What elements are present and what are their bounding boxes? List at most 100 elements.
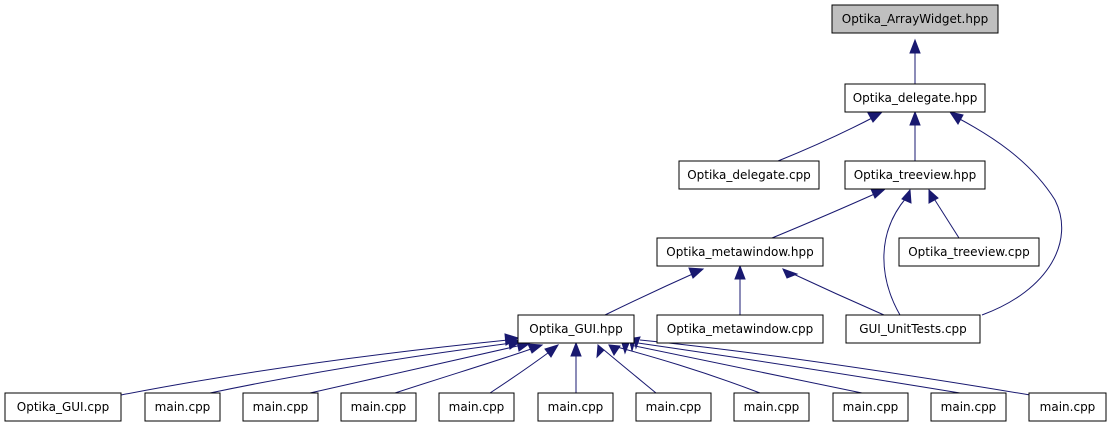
file-node[interactable]: Optika_delegate.hpp [844, 83, 986, 113]
edge-line [788, 271, 885, 316]
node-label: main.cpp [351, 400, 407, 414]
edge-line [932, 196, 960, 239]
file-node[interactable]: main.cpp [1028, 392, 1107, 422]
edge-n17-n6 [621, 342, 863, 394]
edge-line [639, 339, 1031, 396]
edge-arrowhead [948, 111, 964, 125]
edge-n2-n1 [777, 111, 884, 162]
node-box [1028, 392, 1107, 422]
file-node[interactable]: Optika_treeview.hpp [844, 160, 986, 190]
file-node[interactable]: main.cpp [537, 392, 614, 422]
file-node[interactable]: main.cpp [144, 392, 221, 422]
node-box [733, 392, 810, 422]
node-label: Optika_delegate.hpp [853, 91, 978, 105]
edge-n9-n6 [120, 333, 520, 396]
edge-n4-n3 [771, 188, 887, 239]
edge-n8-n1 [948, 111, 1063, 316]
edge-line [955, 116, 1063, 316]
edge-n14-n6 [570, 341, 582, 393]
file-node[interactable]: Optika_metawindow.cpp [656, 314, 824, 344]
node-label: Optika_delegate.cpp [687, 168, 811, 182]
node-label: Optika_metawindow.cpp [667, 322, 813, 336]
nodes-layer: Optika_ArrayWidget.hppOptika_delegate.hp… [4, 4, 1107, 422]
file-node[interactable]: main.cpp [635, 392, 712, 422]
node-box [340, 392, 417, 422]
edge-n18-n6 [629, 339, 961, 394]
edge-arrowhead [867, 111, 884, 123]
node-box [656, 237, 824, 267]
node-label: main.cpp [744, 400, 800, 414]
file-node[interactable]: Optika_metawindow.hpp [656, 237, 824, 267]
node-box [537, 392, 614, 422]
node-label: main.cpp [449, 400, 505, 414]
edge-line [629, 344, 863, 394]
edge-n13-n6 [489, 344, 560, 394]
edge-arrowhead [782, 268, 799, 279]
node-label: GUI_UnitTests.cpp [859, 322, 967, 336]
node-box [844, 83, 986, 113]
edge-n3-n1 [909, 110, 921, 161]
node-label: Optika_metawindow.hpp [666, 245, 813, 259]
node-label: Optika_treeview.hpp [854, 168, 977, 182]
edge-line [489, 349, 553, 394]
edge-arrowhead [901, 188, 912, 204]
edge-arrowhead [596, 344, 605, 359]
edge-arrowhead [527, 343, 544, 354]
edge-n1-n0 [909, 38, 921, 84]
edge-n10-n6 [209, 337, 523, 394]
node-box [844, 160, 986, 190]
edge-line [309, 344, 523, 394]
edge-line [120, 339, 509, 396]
node-box [517, 314, 635, 344]
file-node[interactable]: Optika_GUI.cpp [4, 392, 122, 422]
edge-arrowhead [544, 344, 560, 358]
node-box [930, 392, 1007, 422]
edge-arrowhead [734, 264, 746, 280]
node-label: main.cpp [843, 400, 899, 414]
edge-n6-n4 [604, 267, 705, 316]
node-box [4, 392, 122, 422]
root-node[interactable]: Optika_ArrayWidget.hpp [831, 4, 999, 34]
node-label: main.cpp [646, 400, 702, 414]
node-box [635, 392, 712, 422]
file-node[interactable]: main.cpp [438, 392, 515, 422]
file-node[interactable]: main.cpp [832, 392, 909, 422]
edge-arrowhead [608, 344, 621, 356]
file-node[interactable]: main.cpp [930, 392, 1007, 422]
edge-arrowhead [909, 110, 921, 126]
node-box [845, 314, 981, 344]
edge-n7-n4 [734, 264, 746, 315]
file-node[interactable]: main.cpp [340, 392, 417, 422]
edge-line [637, 342, 961, 394]
edge-line [604, 271, 698, 316]
node-label: main.cpp [941, 400, 997, 414]
file-node[interactable]: Optika_treeview.cpp [898, 237, 1040, 267]
edge-arrowhead [621, 342, 630, 355]
edge-arrowhead [570, 341, 582, 357]
edge-n8-n4 [782, 268, 885, 316]
edge-n12-n6 [394, 343, 544, 394]
node-box [832, 392, 909, 422]
edge-arrowhead [633, 336, 641, 350]
node-box [898, 237, 1040, 267]
edge-line [394, 347, 535, 394]
edge-arrowhead [688, 267, 705, 279]
file-node[interactable]: Optika_GUI.hpp [517, 314, 635, 344]
node-label: main.cpp [1040, 400, 1096, 414]
file-node[interactable]: main.cpp [242, 392, 319, 422]
edge-line [771, 191, 880, 239]
edge-arrowhead [870, 188, 887, 199]
node-label: main.cpp [253, 400, 309, 414]
node-label: main.cpp [548, 400, 604, 414]
edge-n15-n6 [596, 344, 657, 394]
file-node[interactable]: Optika_delegate.cpp [678, 160, 820, 190]
edge-line [209, 342, 513, 394]
file-node[interactable]: GUI_UnitTests.cpp [845, 314, 981, 344]
edge-arrowhead [909, 38, 921, 54]
edge-line [883, 197, 907, 316]
edge-n16-n6 [608, 344, 761, 394]
node-box [656, 314, 824, 344]
edge-arrowhead [928, 188, 939, 204]
node-label: Optika_GUI.hpp [529, 322, 622, 336]
file-node[interactable]: main.cpp [733, 392, 810, 422]
